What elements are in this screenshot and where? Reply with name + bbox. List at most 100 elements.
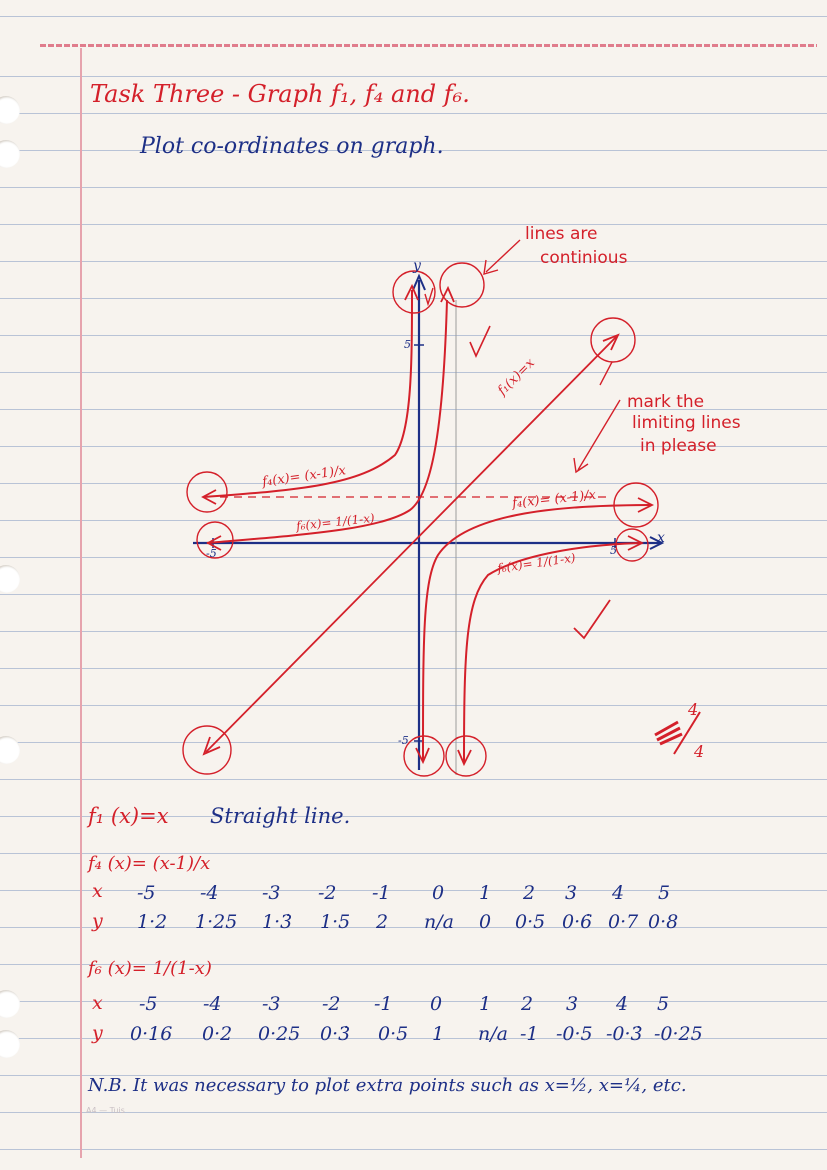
y-tick-label: 5 — [404, 338, 411, 351]
table-cell: 2 — [376, 911, 389, 933]
table-cell: -0·5 — [556, 1023, 593, 1045]
table-cell: -1 — [372, 882, 391, 904]
punch-hole — [0, 1030, 20, 1058]
table-x-label: x — [92, 880, 103, 902]
table-cell: 0 — [432, 882, 445, 904]
check-mark — [424, 287, 434, 307]
end-circle — [186, 471, 228, 513]
punch-hole — [0, 990, 20, 1018]
f6-definition: f₆ (x)= 1/(1-x) — [88, 958, 212, 979]
grade-out-of: 4 — [694, 742, 705, 761]
table-cell: 0·25 — [258, 1023, 301, 1045]
comment-pointer — [599, 361, 613, 386]
table-cell: 1 — [432, 1023, 445, 1045]
table-cell: -2 — [318, 882, 337, 904]
table-cell: 2 — [521, 993, 534, 1015]
table-cell: 4 — [612, 882, 625, 904]
nb-note: N.B. It was necessary to plot extra poin… — [88, 1075, 687, 1096]
table-cell: -4 — [203, 993, 222, 1015]
table-cell: -3 — [262, 993, 281, 1015]
table-cell: -0·25 — [654, 1023, 703, 1045]
grade-score: 4 — [688, 700, 699, 719]
table-y-label: y — [92, 1022, 103, 1044]
table-cell: -0·3̇ — [606, 1023, 643, 1045]
comment-pointer — [577, 399, 621, 471]
table-cell: 0·5 — [378, 1023, 409, 1045]
table-cell: 1 — [479, 993, 492, 1015]
y-axis-label: y — [413, 258, 421, 274]
curve-arrow — [415, 747, 430, 765]
punch-hole — [0, 565, 20, 593]
table-cell: 5 — [657, 993, 670, 1015]
comment-pointer — [485, 239, 521, 273]
comment-limiting-2: limiting lines — [632, 413, 741, 433]
end-circle — [392, 270, 436, 314]
x-tick-label: 5 — [610, 544, 617, 557]
table-cell: 1·25 — [195, 911, 238, 933]
table-cell: 2 — [523, 882, 536, 904]
check-mark — [573, 599, 611, 640]
end-circle — [445, 735, 487, 777]
table-cell: -2 — [322, 993, 341, 1015]
end-circle — [196, 521, 234, 559]
table-cell: 0 — [430, 993, 443, 1015]
f1-description: Straight line. — [210, 804, 351, 828]
curve-f6-left — [206, 299, 448, 544]
comment-pointer-head — [483, 259, 499, 275]
table-cell: 0·2 — [202, 1023, 233, 1045]
curve-f1-arrow — [602, 333, 620, 351]
table-cell: -5 — [139, 993, 158, 1015]
grade-slash — [673, 711, 701, 755]
curve-arrow — [627, 535, 645, 551]
curve-f4-left — [203, 289, 413, 498]
table-cell: -5 — [137, 882, 156, 904]
table-cell: -4 — [200, 882, 219, 904]
table-cell: 0·8 — [648, 911, 679, 933]
table-cell: n/a — [424, 911, 454, 933]
punch-hole — [0, 140, 20, 168]
grade-scribble — [654, 720, 683, 746]
table-cell: 0·6̇ — [562, 911, 593, 933]
table-cell: 0·5 — [515, 911, 546, 933]
comment-continuous-2: continious — [540, 248, 628, 268]
table-x-label: x — [92, 992, 103, 1014]
table-cell: 0·7 — [608, 911, 639, 933]
y-tick-label: -5 — [398, 734, 409, 747]
table-cell: -3 — [262, 882, 281, 904]
table-cell: -1 — [374, 993, 393, 1015]
x-axis-arrow — [649, 536, 665, 550]
top-dashed-rule — [40, 44, 817, 47]
curve-f1 — [205, 336, 617, 753]
table-cell: -1 — [520, 1023, 539, 1045]
table-cell: 1·5 — [320, 911, 351, 933]
f1-statement: f₁ (x)=x — [88, 804, 169, 828]
check-mark — [469, 325, 491, 358]
table-cell: 1 — [479, 882, 492, 904]
comment-limiting-3: in please — [640, 436, 717, 456]
end-circle — [590, 317, 636, 363]
x-tick-label: -5 — [206, 547, 217, 560]
curve-arrow — [637, 497, 655, 513]
end-circle — [439, 262, 485, 308]
comment-pointer-head — [573, 457, 589, 474]
comment-limiting-1: mark the — [627, 392, 705, 412]
page-title: Task Three - Graph f₁, f₄ and f₆. — [90, 80, 470, 108]
table-cell: n/a — [478, 1023, 508, 1045]
table-cell: 0·3̇ — [320, 1023, 351, 1045]
table-cell: 3 — [565, 882, 578, 904]
curve-f1-arrow — [202, 736, 221, 756]
curve-arrow — [206, 535, 222, 551]
table-cell: 0·16 — [130, 1023, 173, 1045]
end-circle — [615, 528, 649, 562]
punch-hole — [0, 736, 20, 764]
punch-hole — [0, 96, 20, 124]
end-circle — [613, 482, 659, 528]
table-cell: 0 — [479, 911, 492, 933]
curve-f4-right — [422, 504, 651, 761]
table-cell: 1·2 — [137, 911, 168, 933]
curve-f6-right — [463, 542, 641, 763]
instruction-text: Plot co-ordinates on graph. — [140, 134, 444, 159]
f4-definition: f₄ (x)= (x-1)/x — [88, 853, 211, 874]
